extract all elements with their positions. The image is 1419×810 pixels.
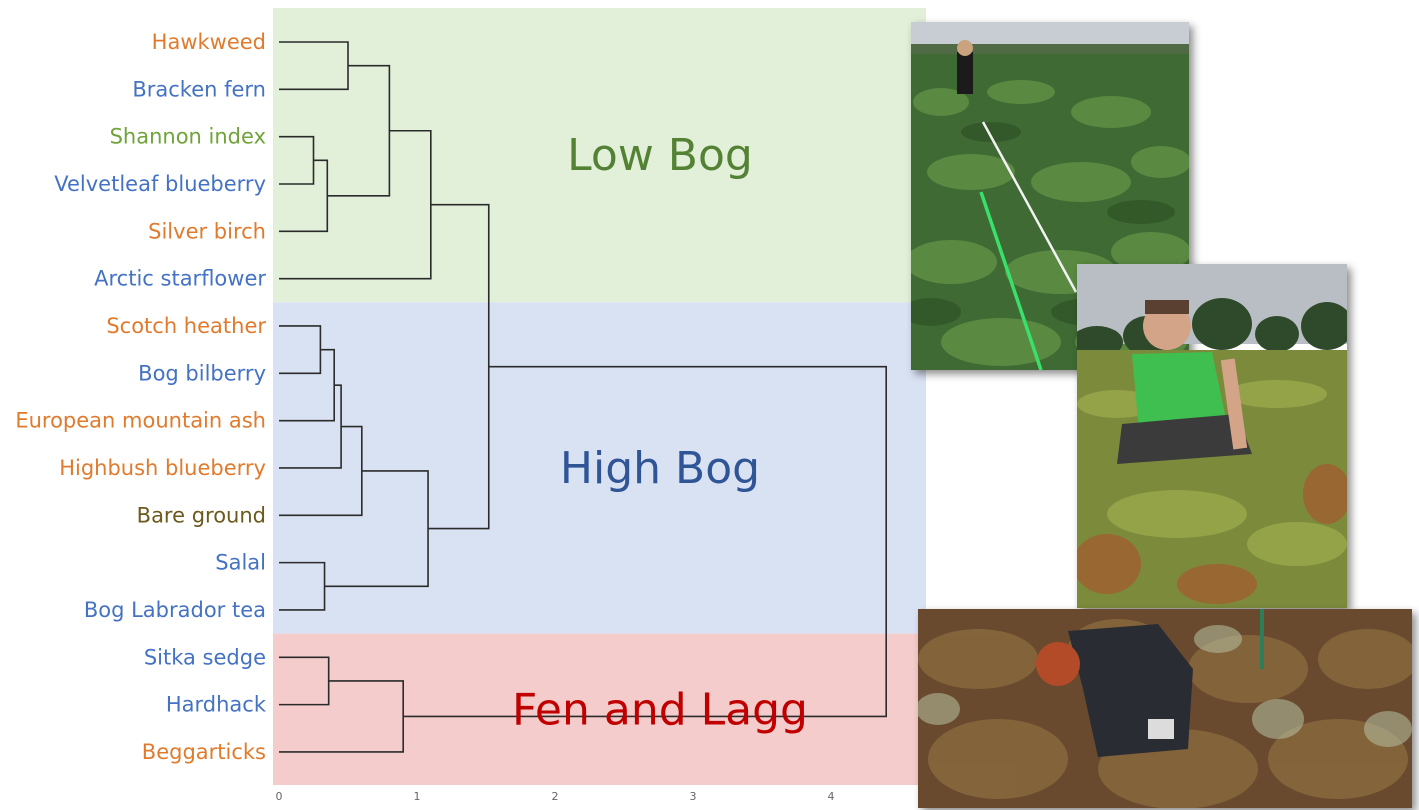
leaf-label: Bog bilberry bbox=[138, 361, 266, 385]
distance-axis: 0 1 2 3 4 bbox=[276, 790, 835, 803]
leaf-label: Shannon index bbox=[110, 125, 266, 149]
region-label-fen-and-lagg: Fen and Lagg bbox=[512, 684, 808, 735]
leaf-label: Silver birch bbox=[148, 219, 266, 243]
leaf-label: Salal bbox=[215, 551, 266, 575]
leaf-label: Bracken fern bbox=[132, 77, 266, 101]
leaf-label: Bare ground bbox=[137, 503, 266, 527]
leaf-label: Beggarticks bbox=[142, 740, 266, 764]
leaf-label: Velvetleaf blueberry bbox=[54, 172, 266, 196]
leaf-label: Hardhack bbox=[166, 693, 267, 717]
axis-tick-label: 3 bbox=[690, 790, 697, 803]
dendrogram-branch bbox=[403, 365, 887, 718]
leaf-label: Sitka sedge bbox=[144, 645, 266, 669]
region-band-fen-and-lagg bbox=[273, 633, 926, 785]
dendrogram-branches bbox=[279, 41, 887, 753]
leaf-label: European mountain ash bbox=[15, 409, 266, 433]
field-photo-low-bog bbox=[911, 22, 1189, 370]
axis-tick-label: 1 bbox=[414, 790, 421, 803]
region-label-high-bog: High Bog bbox=[560, 443, 760, 494]
field-photo-fen-and-lagg bbox=[918, 609, 1412, 808]
region-band-high-bog bbox=[273, 302, 926, 634]
leaf-label: Highbush blueberry bbox=[59, 456, 266, 480]
leaf-label: Hawkweed bbox=[152, 30, 266, 54]
leaf-label: Scotch heather bbox=[106, 314, 266, 338]
field-photo-high-bog bbox=[1077, 264, 1347, 608]
leaf-label: Bog Labrador tea bbox=[84, 598, 266, 622]
region-band-low-bog bbox=[273, 8, 926, 303]
leaf-label: Arctic starflower bbox=[94, 267, 266, 291]
region-bands bbox=[273, 8, 926, 785]
axis-tick-label: 4 bbox=[828, 790, 835, 803]
axis-tick-label: 0 bbox=[276, 790, 283, 803]
axis-tick-label: 2 bbox=[552, 790, 559, 803]
region-label-low-bog: Low Bog bbox=[567, 130, 753, 181]
